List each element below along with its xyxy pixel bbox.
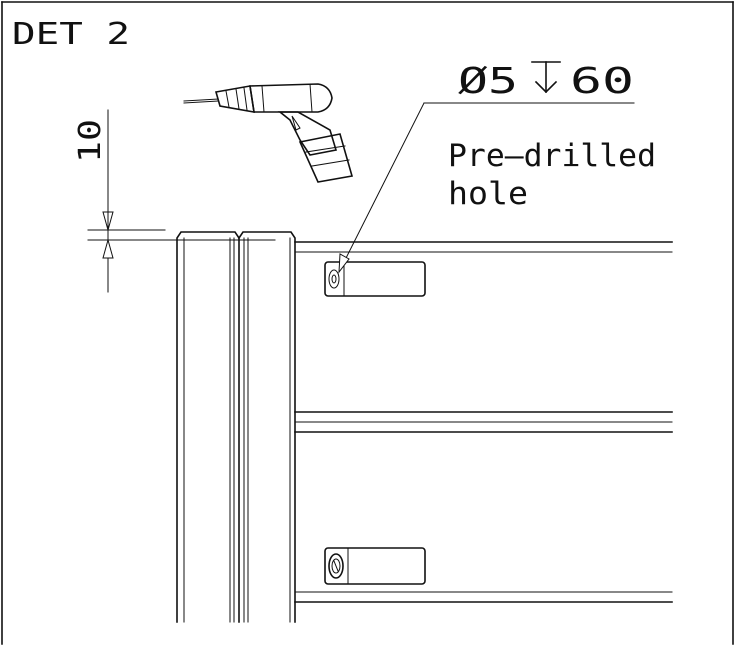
connector-top [324, 261, 426, 297]
leader-line [338, 102, 635, 274]
connector-bottom [324, 547, 426, 585]
hole-depth: 60 [570, 61, 634, 102]
drill-icon [183, 83, 354, 183]
screw-head-icon [328, 269, 340, 289]
note-line-2: hole [448, 176, 528, 212]
detail-title: DET 2 [12, 17, 130, 52]
screw-head-icon [328, 553, 344, 579]
hole-diameter: Ø5 [458, 61, 518, 102]
dimension-10: 10 [73, 109, 276, 293]
depth-symbol-icon [531, 61, 561, 94]
callout-spec: Ø5 60 [458, 61, 634, 102]
dimension-value: 10 [73, 119, 108, 163]
post [176, 231, 296, 623]
note-line-1: Pre–drilled [448, 138, 656, 174]
rails [294, 241, 673, 603]
